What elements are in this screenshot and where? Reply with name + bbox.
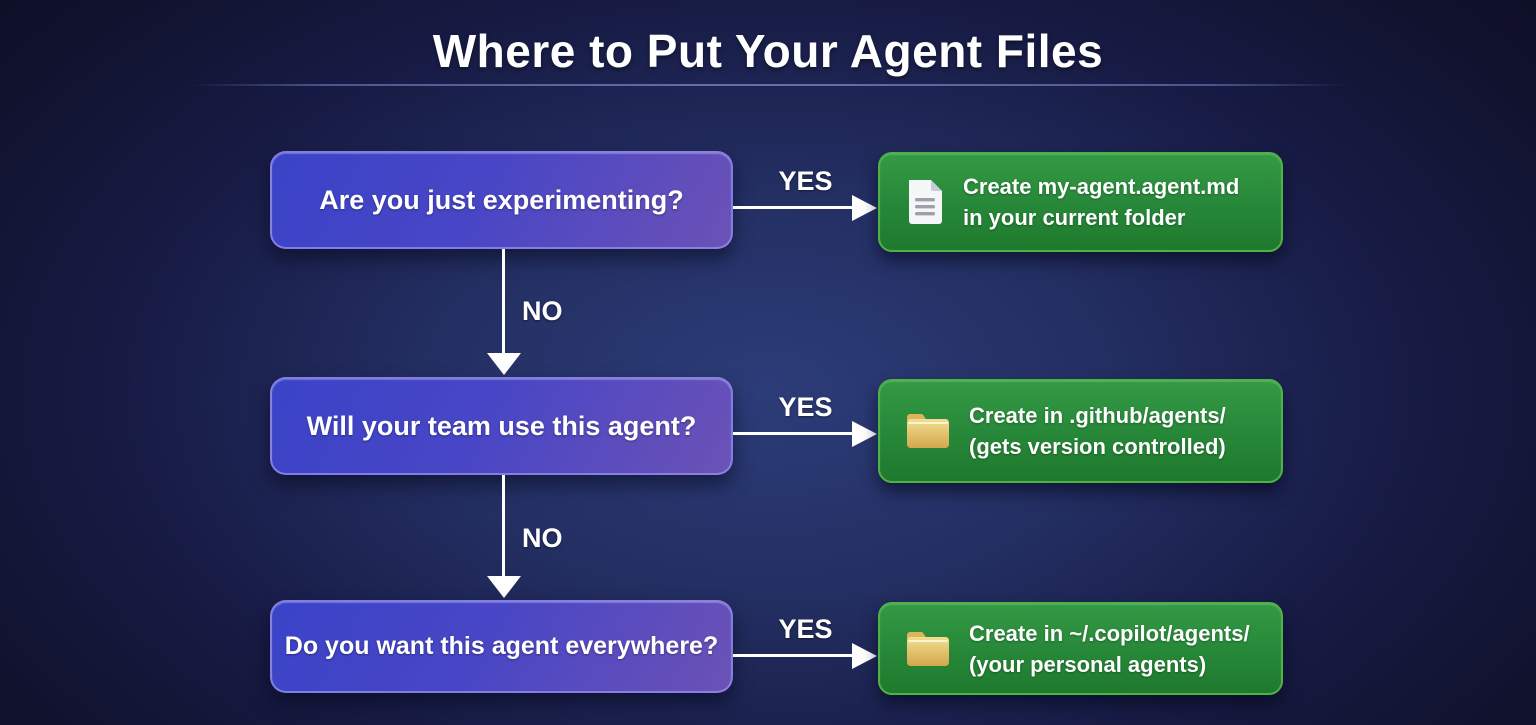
answer-box-github-agents: Create in .github/agents/ (gets version … (878, 379, 1283, 483)
no-arrow-line (502, 475, 505, 576)
no-label: NO (522, 523, 563, 553)
folder-icon (904, 627, 952, 671)
answer-line-1: Create in .github/agents/ (969, 403, 1226, 428)
yes-arrow-line (733, 432, 854, 435)
arrow-right-icon (852, 643, 877, 669)
page-title: Where to Put Your Agent Files (432, 25, 1104, 77)
answer-text: Create in .github/agents/ (gets version … (969, 400, 1226, 462)
document-icon (904, 177, 946, 227)
arrow-down-icon (487, 353, 521, 375)
title-divider (190, 84, 1346, 86)
yes-arrow-line (733, 654, 854, 657)
answer-line-1: Create in ~/.copilot/agents/ (969, 620, 1250, 646)
question-box-experimenting: Are you just experimenting? (270, 151, 733, 249)
answer-line-2: (your personal agents) (969, 651, 1207, 677)
yes-label: YES (778, 392, 833, 422)
yes-label: YES (778, 614, 833, 644)
answer-line-1: Create my-agent.agent.md (963, 174, 1240, 199)
question-text: Do you want this agent everywhere? (284, 632, 719, 660)
arrow-right-icon (852, 195, 877, 221)
yes-label: YES (778, 166, 833, 196)
no-arrow-line (502, 249, 505, 353)
answer-box-copilot-agents: Create in ~/.copilot/agents/ (your perso… (878, 602, 1283, 695)
answer-line-2: in your current folder (963, 205, 1186, 230)
answer-line-2: (gets version controlled) (969, 434, 1226, 459)
arrow-right-icon (852, 421, 877, 447)
question-box-agent-everywhere: Do you want this agent everywhere? (270, 600, 733, 693)
yes-arrow-line (733, 206, 854, 209)
answer-box-current-folder: Create my-agent.agent.md in your current… (878, 152, 1283, 252)
answer-text: Create my-agent.agent.md in your current… (963, 171, 1239, 233)
no-label: NO (522, 296, 563, 326)
question-box-team-use: Will your team use this agent? (270, 377, 733, 475)
answer-text: Create in ~/.copilot/agents/ (your perso… (969, 618, 1250, 680)
folder-icon (904, 409, 952, 453)
arrow-down-icon (487, 576, 521, 598)
question-text: Will your team use this agent? (306, 410, 697, 441)
question-text: Are you just experimenting? (319, 184, 684, 215)
